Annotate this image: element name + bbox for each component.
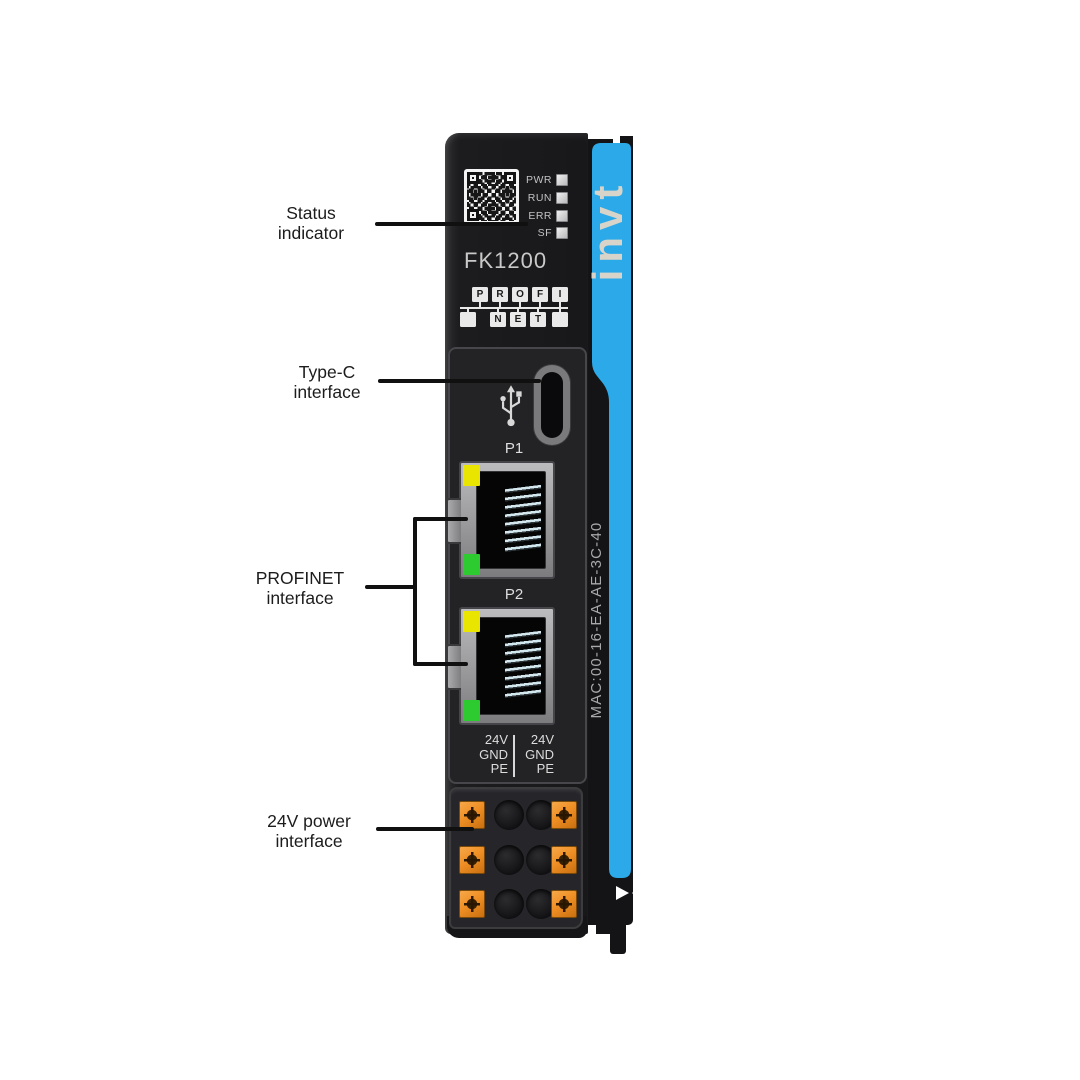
profinet-logo-tick <box>537 309 539 312</box>
typec-port-slot <box>541 372 563 438</box>
screw-terminal[interactable] <box>459 890 485 918</box>
profinet-logo-box-o: O <box>512 287 528 302</box>
power-interface-leader-line <box>376 827 474 831</box>
screw-terminal[interactable] <box>551 846 577 874</box>
led-run <box>556 192 568 204</box>
profinet-logo-box-r: R <box>492 287 508 302</box>
led-pwr <box>556 174 568 186</box>
power-legend-24v: 24V <box>530 732 554 747</box>
wire-hole <box>494 889 524 919</box>
power-interface-label: 24V power interface <box>246 811 372 851</box>
screw-terminal[interactable] <box>459 801 485 829</box>
typec-interface-label-line2: interface <box>293 382 361 402</box>
typec-interface-label-line1: Type-C <box>298 362 356 382</box>
profinet-logo-box-p: P <box>472 287 488 302</box>
profinet-logo-box-e: E <box>510 312 526 327</box>
led-sf <box>556 227 568 239</box>
status-indicator-label-line2: indicator <box>277 223 345 243</box>
rj45-led-green <box>463 700 480 721</box>
power-interface-label-line2: interface <box>275 831 343 851</box>
power-legend-divider <box>513 735 515 777</box>
profinet-logo-tick <box>539 302 541 307</box>
usb-icon <box>500 385 522 427</box>
screw-terminal[interactable] <box>551 890 577 918</box>
rj45-led-green <box>463 554 480 575</box>
profinet-logo-tick <box>519 302 521 307</box>
device-foot-lower <box>610 918 626 954</box>
mac-address-label: MAC:00-16-EA-AE-3C-40 <box>588 521 605 719</box>
typec-interface-leader-line <box>378 379 541 383</box>
led-label-pwr: PWR <box>526 174 552 186</box>
led-label-err: ERR <box>528 210 552 222</box>
rj45-port-p2[interactable] <box>446 607 555 725</box>
led-label-sf: SF <box>537 227 552 239</box>
led-err <box>556 210 568 222</box>
profinet-logo-tick <box>467 309 469 312</box>
profinet-logo-box-f: F <box>532 287 548 302</box>
qr-finder-bl <box>467 209 479 221</box>
rj45-latch <box>446 498 461 544</box>
profinet-logo-tick <box>499 302 501 307</box>
port-label-p1: P1 <box>504 440 524 457</box>
rj45-led-yellow <box>463 611 480 632</box>
qr-code-icon <box>464 169 519 224</box>
profinet-leader-branch-p1 <box>413 517 468 521</box>
status-indicator-leader-line <box>375 222 528 226</box>
rj45-pins <box>505 630 541 702</box>
rj45-led-yellow <box>463 465 480 486</box>
power-legend-pe: PE <box>536 761 554 776</box>
din-release-arrow-icon <box>616 886 642 900</box>
qr-finder-tr <box>504 172 516 184</box>
screw-terminal[interactable] <box>551 801 577 829</box>
screw-terminal[interactable] <box>459 846 485 874</box>
status-indicator-label: Status indicator <box>250 203 372 243</box>
profinet-leader-branch-p2 <box>413 662 468 666</box>
model-name: FK1200 <box>464 248 548 273</box>
blue-accent-stripe <box>592 143 631 878</box>
rj45-latch <box>446 644 461 690</box>
profinet-logo-box-t: T <box>530 312 546 327</box>
power-legend-col1: 24V GND PE <box>464 732 508 777</box>
brand-logo: invt <box>584 178 631 282</box>
profinet-leader-stem <box>365 585 417 589</box>
rj45-port-p1[interactable] <box>446 461 555 579</box>
profinet-logo-node <box>552 312 568 327</box>
profinet-logo-tick <box>517 309 519 312</box>
profinet-interface-label-line2: interface <box>266 588 334 608</box>
profinet-interface-label: PROFINET interface <box>240 568 360 608</box>
led-label-run: RUN <box>527 192 552 204</box>
profinet-logo-node <box>460 312 476 327</box>
profinet-logo-tick <box>497 309 499 312</box>
wire-hole <box>494 800 524 830</box>
port-label-p2: P2 <box>504 586 524 603</box>
rj45-pins <box>505 484 541 556</box>
power-terminal-block[interactable] <box>449 787 583 929</box>
profinet-leader-bracket <box>413 517 417 666</box>
profinet-logo-line <box>460 307 568 309</box>
profinet-logo-tick <box>559 309 561 312</box>
profinet-logo-tick <box>559 302 561 307</box>
power-interface-label-line1: 24V power <box>267 811 351 831</box>
typec-interface-label: Type-C interface <box>258 362 396 402</box>
power-legend-gnd: GND <box>525 746 554 762</box>
status-indicator-label-line1: Status <box>286 203 336 223</box>
profinet-logo-box-n: N <box>490 312 506 327</box>
profinet-interface-label-line1: PROFINET <box>255 568 345 588</box>
typec-port[interactable] <box>534 365 570 445</box>
profinet-logo-box-i: I <box>552 287 568 302</box>
power-legend-col2: 24V GND PE <box>518 732 554 777</box>
power-legend-gnd: GND <box>479 746 508 762</box>
qr-finder-tl <box>467 172 479 184</box>
profinet-logo-tick <box>479 302 481 307</box>
wire-hole <box>494 845 524 875</box>
power-legend-pe: PE <box>490 761 508 776</box>
power-legend-24v: 24V <box>484 732 508 747</box>
